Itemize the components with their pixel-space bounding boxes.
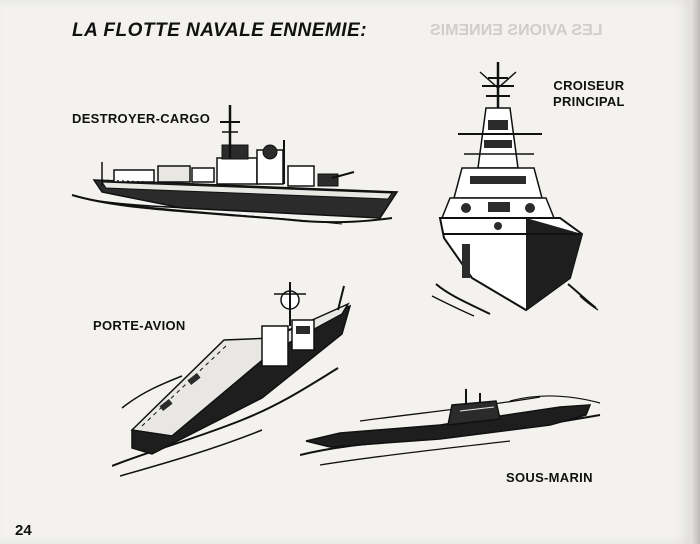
croiseur-label-line1: CROISEUR [553,78,625,93]
croiseur-label-line2: PRINCIPAL [553,94,625,109]
porte-avion-illustration [112,282,352,477]
croiseur-principal-label: CROISEUR PRINCIPAL [553,78,625,110]
sous-marin-label: SOUS-MARIN [506,470,593,485]
destroyer-cargo-label: DESTROYER-CARGO [72,111,211,126]
porte-avion-label: PORTE-AVION [93,318,186,333]
croiseur-principal-illustration [431,62,599,317]
destroyer-cargo-illustration [71,105,399,225]
page-title: LA FLOTTE NAVALE ENNEMIE: [72,20,368,41]
sous-marin-illustration [300,389,601,466]
show-through-header: LES AVIONS ENNEMIS [430,22,603,39]
page-number: 24 [15,522,32,539]
book-gutter-edge [690,0,700,544]
